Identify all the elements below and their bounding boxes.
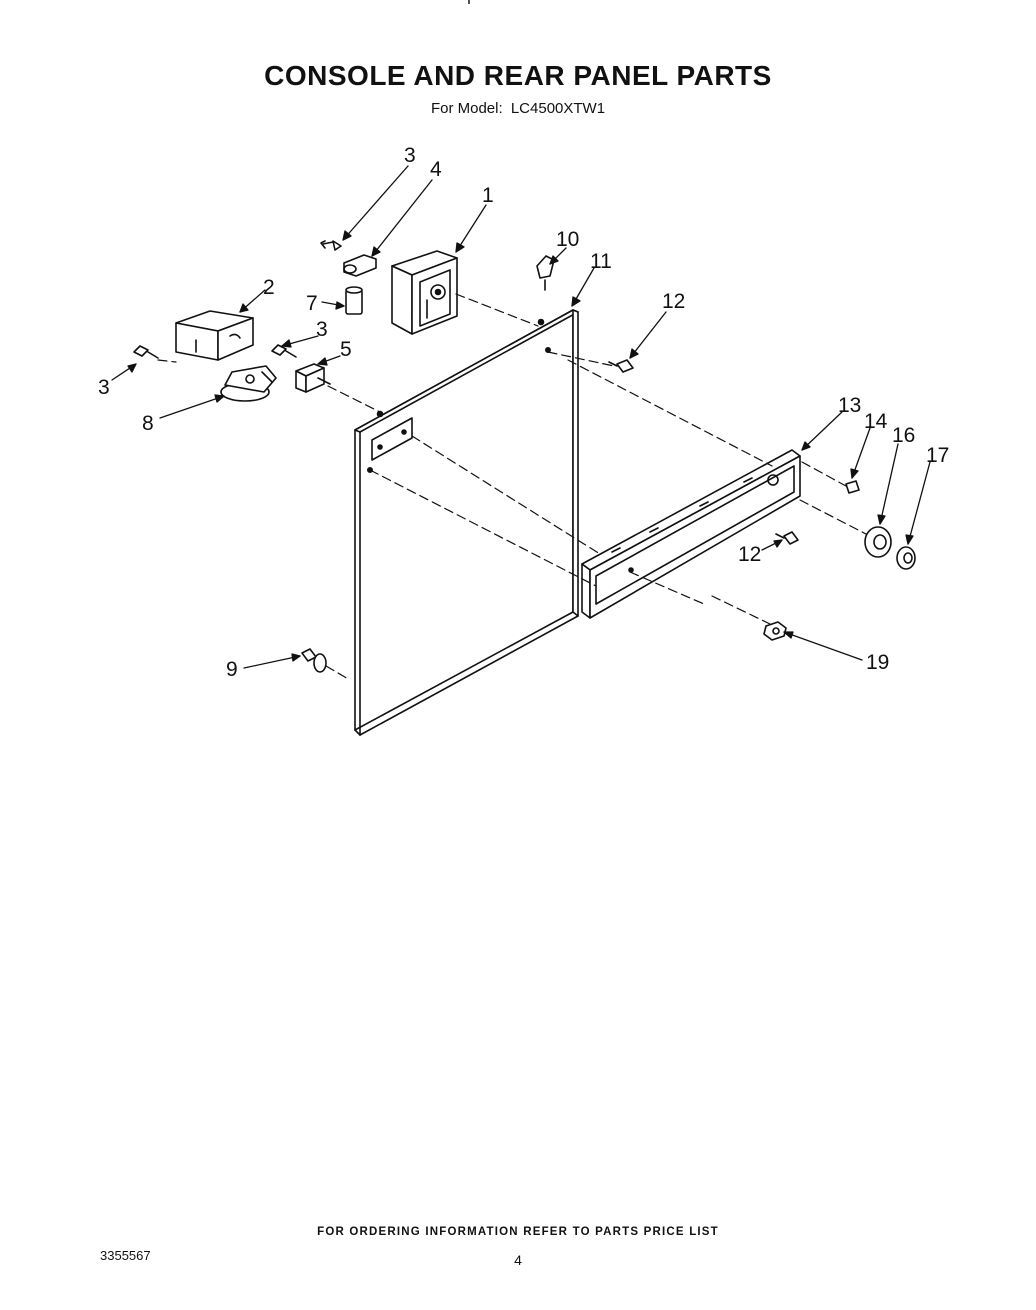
callout-12-bottom: 12	[738, 543, 761, 566]
knob-part-17	[896, 546, 916, 570]
callout-5: 5	[340, 338, 352, 361]
callout-3-top: 3	[404, 144, 416, 167]
callout-3-left: 3	[98, 376, 110, 399]
screw-part-14	[845, 480, 860, 494]
model-line: For Model: LC4500XTW1	[0, 100, 1036, 117]
bracket-part-4	[343, 254, 377, 277]
panel-cutout	[371, 417, 413, 461]
callout-14: 14	[864, 410, 888, 433]
console-part-13	[581, 449, 801, 619]
clip-part-10	[536, 255, 555, 291]
screw-part-12-bottom	[775, 531, 799, 545]
bracket-part-2	[175, 310, 254, 361]
screw-part-3-left	[133, 345, 159, 359]
page-title: CONSOLE AND REAR PANEL PARTS	[264, 60, 772, 91]
timer-part-1	[391, 250, 458, 335]
callout-10: 10	[556, 228, 579, 251]
callout-16: 16	[892, 424, 915, 447]
document-number: 3355567	[100, 1248, 151, 1263]
ordering-note: FOR ORDERING INFORMATION REFER TO PARTS …	[317, 1226, 719, 1238]
rear-panel	[354, 309, 579, 736]
callout-19: 19	[866, 651, 889, 674]
screw-part-3-mid	[271, 344, 297, 358]
leader-lines	[111, 165, 931, 669]
callout-17: 17	[926, 444, 949, 467]
assembly-lines	[157, 293, 867, 681]
screw-part-12-top	[608, 359, 634, 373]
switch-part-5	[295, 363, 331, 393]
spacer-part-7	[345, 286, 363, 315]
screw-part-3-top	[320, 240, 342, 251]
switch-part-8	[220, 365, 277, 402]
knob-skirt-part-16	[864, 526, 892, 558]
callout-8: 8	[142, 412, 154, 435]
callout-11: 11	[590, 250, 612, 273]
page-number: 4	[514, 1252, 522, 1268]
nut-part-19	[763, 621, 787, 641]
callout-4: 4	[430, 158, 442, 181]
callout-12-top: 12	[662, 290, 685, 313]
callout-13: 13	[838, 394, 861, 417]
callout-labels: 3 4 1 2 3 3 5 7 8 10 11 12 13 14 16 17 1…	[98, 144, 949, 681]
top-edge-mark	[468, 0, 470, 4]
callout-2: 2	[263, 276, 275, 299]
callout-7: 7	[306, 292, 318, 315]
model-prefix: For Model:	[430, 100, 503, 117]
callout-1: 1	[482, 184, 494, 207]
model-number: LC4500XTW1	[510, 100, 606, 117]
callout-9: 9	[226, 658, 238, 681]
callout-3-mid: 3	[316, 318, 328, 341]
screw-part-9	[301, 648, 327, 673]
